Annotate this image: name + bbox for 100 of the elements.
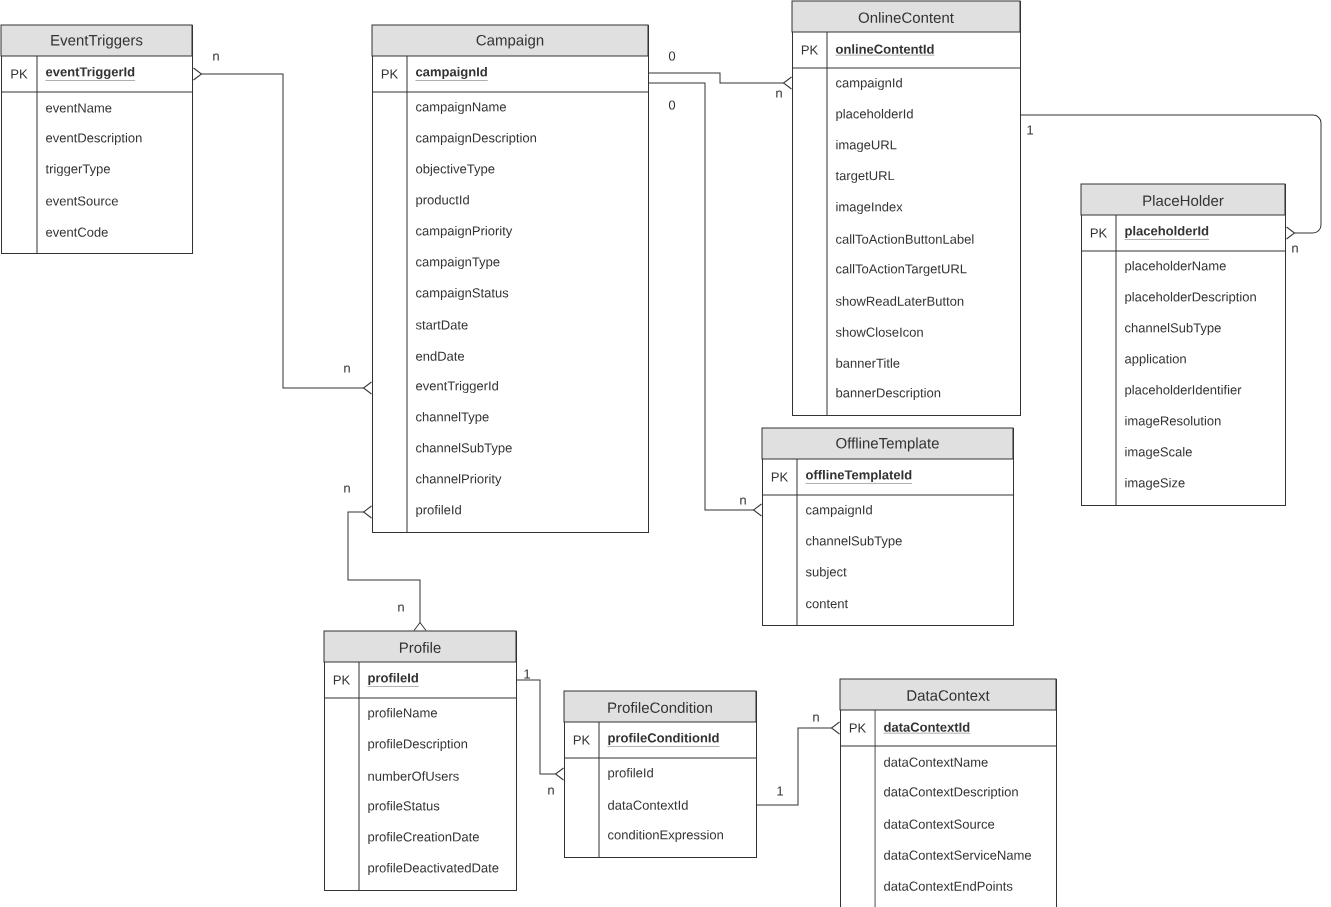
field-name: profileDeactivatedDate [368, 862, 499, 876]
key-label: PK [381, 69, 399, 79]
field-name: profileDescription [368, 738, 468, 752]
field-name: profileStatus [368, 800, 440, 814]
field-name: channelSubType [416, 442, 512, 456]
field-name: productId [416, 194, 469, 208]
key-label: PK [573, 735, 591, 745]
field-name: profileCreationDate [368, 831, 479, 845]
key-label: PK [1090, 228, 1108, 238]
primary-key: onlineContentId [835, 44, 935, 56]
field-name: callToActionButtonLabel [836, 234, 974, 244]
table-title: Campaign [476, 34, 544, 49]
field-name: eventTriggerId [416, 380, 498, 394]
field-name: channelType [416, 411, 489, 425]
field-name: eventCode [46, 227, 108, 237]
key-label: PK [333, 675, 351, 685]
field-name: callToActionTargetURL [836, 263, 967, 277]
cardinality-label: n [548, 787, 554, 795]
cardinality-label: 1 [1027, 125, 1033, 135]
field-name: triggerType [45, 163, 110, 177]
entity-table [761, 427, 1014, 626]
field-name: endDate [416, 351, 465, 361]
cardinality-label: n [344, 485, 350, 493]
entity-table [563, 690, 757, 858]
relationship-line [516, 679, 564, 781]
table-title: EventTriggers [51, 34, 143, 49]
field-name: placeholderId [836, 108, 913, 122]
field-name: bannerDescription [836, 387, 941, 401]
field-name: numberOfUsers [368, 771, 459, 781]
field-name: targetURL [835, 171, 895, 183]
cardinality-label: 0 [668, 51, 676, 61]
primary-key: profileId [367, 672, 419, 687]
field-name: dataContextDescription [884, 786, 1018, 800]
key-label: PK [771, 472, 789, 482]
field-name: content [806, 599, 849, 609]
field-name: imageSize [1125, 477, 1185, 491]
field-name: objectiveType [416, 163, 495, 177]
relationship-line [756, 721, 840, 806]
field-name: eventSource [46, 196, 118, 206]
cardinality-label: n [740, 497, 746, 505]
relationship-line [648, 72, 792, 90]
field-name: imageURL [836, 139, 897, 153]
field-name: dataContextServiceName [884, 850, 1032, 860]
field-name: conditionExpression [608, 829, 723, 843]
field-name: imageResolution [1125, 415, 1221, 429]
cardinality-label: n [398, 604, 404, 612]
relationship-line [1020, 114, 1322, 240]
field-name: application [1125, 353, 1186, 367]
key-label: PK [801, 45, 819, 55]
entity-table [1080, 183, 1286, 506]
cardinality-label: n [344, 365, 350, 373]
field-name: dataContextId [608, 800, 688, 810]
field-name: campaignName [416, 101, 506, 115]
field-name: campaignId [836, 77, 902, 91]
key-label: PK [11, 69, 28, 79]
primary-key: campaignId [415, 66, 488, 81]
field-name: dataContextEndPoints [884, 881, 1013, 891]
field-name: profileId [608, 767, 653, 781]
field-name: channelSubType [806, 535, 902, 549]
field-name: showReadLaterButton [835, 296, 964, 306]
table-title: DataContext [907, 690, 990, 701]
cardinality-label: n [213, 53, 219, 61]
field-name: eventName [46, 103, 112, 113]
cardinality-label: n [1292, 245, 1298, 253]
table-title: Profile [399, 642, 441, 653]
cardinality-label: n [776, 90, 782, 98]
entity-table [371, 24, 649, 533]
table-title: OfflineTemplate [836, 437, 939, 452]
field-name: startDate [415, 320, 468, 330]
cardinality-label: 0 [668, 100, 676, 110]
table-title: PlaceHolder [1143, 195, 1224, 206]
entity-table [0, 24, 193, 254]
relationship-line [193, 67, 372, 395]
field-name: campaignDescription [416, 132, 537, 146]
primary-key: placeholderId [1124, 225, 1210, 240]
field-name: imageScale [1125, 446, 1192, 460]
primary-key: dataContextId [883, 722, 971, 734]
field-name: channelPriority [416, 473, 502, 487]
entity-table [791, 0, 1021, 416]
field-name: placeholderName [1125, 260, 1226, 274]
primary-key: offlineTemplateId [805, 469, 913, 484]
key-label: PK [849, 723, 867, 733]
field-name: campaignStatus [416, 287, 509, 301]
field-name: bannerTitle [836, 358, 900, 368]
primary-key: eventTriggerId [45, 66, 136, 81]
entity-table [323, 630, 517, 891]
cardinality-label: n [813, 714, 819, 722]
field-name: dataContextSource [884, 819, 995, 829]
field-name: campaignType [416, 256, 500, 270]
field-name: subject [805, 566, 847, 580]
field-name: eventDescription [46, 132, 142, 146]
field-name: channelSubType [1125, 322, 1221, 336]
field-name: imageIndex [836, 201, 903, 215]
field-name: placeholderDescription [1125, 291, 1256, 305]
field-name: campaignPriority [416, 225, 513, 239]
field-name: profileName [368, 707, 437, 721]
field-name: showCloseIcon [835, 327, 923, 337]
table-title: OnlineContent [858, 12, 954, 23]
cardinality-label: 1 [524, 669, 530, 679]
field-name: profileId [416, 504, 461, 518]
